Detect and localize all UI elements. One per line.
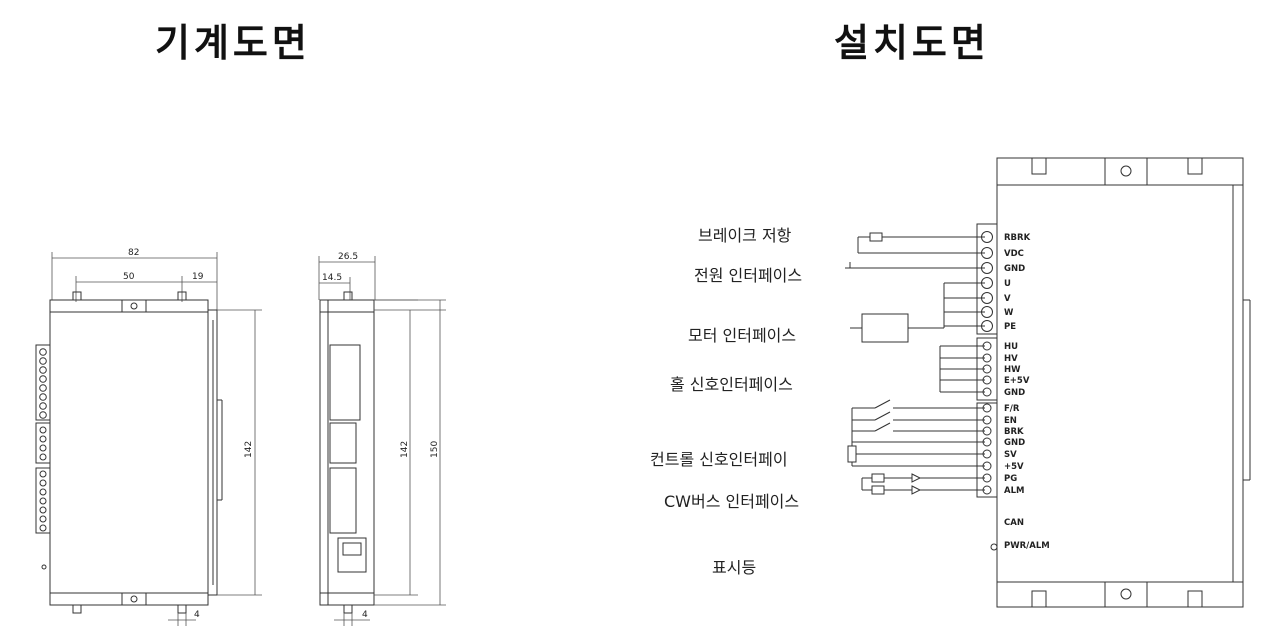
terminal-labels: RBRKVDCGNDUVWPEHUHVHWE+5VGNDF/RENBRKGNDS… (1004, 233, 1031, 496)
terminal-label: HV (1004, 354, 1018, 364)
dim-side-offset: 14.5 (322, 273, 342, 283)
terminal-pins (981, 231, 993, 495)
connector-pin (39, 488, 47, 496)
installation-view: CAN PWR/ALM (845, 157, 1251, 608)
connector-pin (39, 393, 47, 401)
dim-side-width: 26.5 (338, 252, 358, 262)
dim-width-a: 50 (123, 272, 135, 282)
terminal-label: PE (1004, 322, 1016, 332)
terminal-label: GND (1004, 388, 1025, 398)
connector-pin (39, 435, 47, 443)
dim-slot: 4 (194, 610, 200, 620)
connector-pin (39, 524, 47, 532)
port-pwr-alm: PWR/ALM (1004, 541, 1050, 551)
terminal-label: E+5V (1004, 376, 1030, 386)
terminal-label: F/R (1004, 404, 1020, 414)
label-power-interface: 전원 인터페이스 (694, 266, 803, 285)
terminal-label: HW (1004, 365, 1021, 375)
connector-pin (39, 444, 47, 452)
label-indicator: 표시등 (712, 558, 757, 577)
terminal-label: GND (1004, 264, 1025, 274)
dim-slot-side: 4 (362, 610, 368, 620)
mechanical-drawing-title: 기계도면 (155, 21, 311, 65)
dim-height: 142 (244, 441, 254, 458)
label-cw-bus-interface: CW버스 인터페이스 (664, 492, 800, 511)
port-can: CAN (1004, 518, 1024, 528)
dim-side-height-a: 142 (400, 441, 410, 458)
connector-pin (39, 411, 47, 419)
label-brake-resistor: 브레이크 저항 (698, 226, 792, 245)
label-hall-interface: 홀 신호인터페이스 (670, 375, 793, 394)
terminal-label: W (1004, 308, 1014, 318)
dim-side-height-b: 150 (430, 441, 440, 458)
terminal-label: VDC (1004, 249, 1024, 259)
terminal-label: +5V (1004, 462, 1024, 472)
terminal-label: BRK (1004, 427, 1024, 437)
terminal-label: PG (1004, 474, 1017, 484)
connector-pin (39, 357, 47, 365)
terminal-label: SV (1004, 450, 1017, 460)
installation-drawing-title: 설치도면 (834, 21, 990, 65)
connector-pin (39, 366, 47, 374)
dim-width-b: 19 (192, 272, 204, 282)
dim-width-total: 82 (128, 248, 139, 258)
connector-pin (39, 497, 47, 505)
label-control-interface: 컨트롤 신호인터페이 (650, 450, 788, 469)
connector-pin (39, 375, 47, 383)
connector-pin (39, 426, 47, 434)
connector-pin (39, 453, 47, 461)
connector-pin (39, 479, 47, 487)
connector-pin (39, 470, 47, 478)
side-view: 26.5 14.5 142 150 4 (318, 252, 446, 626)
terminal-label: V (1004, 294, 1011, 304)
connector-pin (39, 402, 47, 410)
connector-pin (39, 506, 47, 514)
connector-pin (39, 384, 47, 392)
terminal-label: EN (1004, 416, 1017, 426)
terminal-label: HU (1004, 342, 1018, 352)
terminal-label: RBRK (1004, 233, 1031, 243)
connector-pin (39, 515, 47, 523)
front-view: 82 50 19 4 (35, 248, 262, 626)
connector-pin (39, 348, 47, 356)
label-motor-interface: 모터 인터페이스 (688, 326, 797, 345)
terminal-label: U (1004, 279, 1011, 289)
terminal-label: GND (1004, 438, 1025, 448)
terminal-label: ALM (1004, 486, 1024, 496)
